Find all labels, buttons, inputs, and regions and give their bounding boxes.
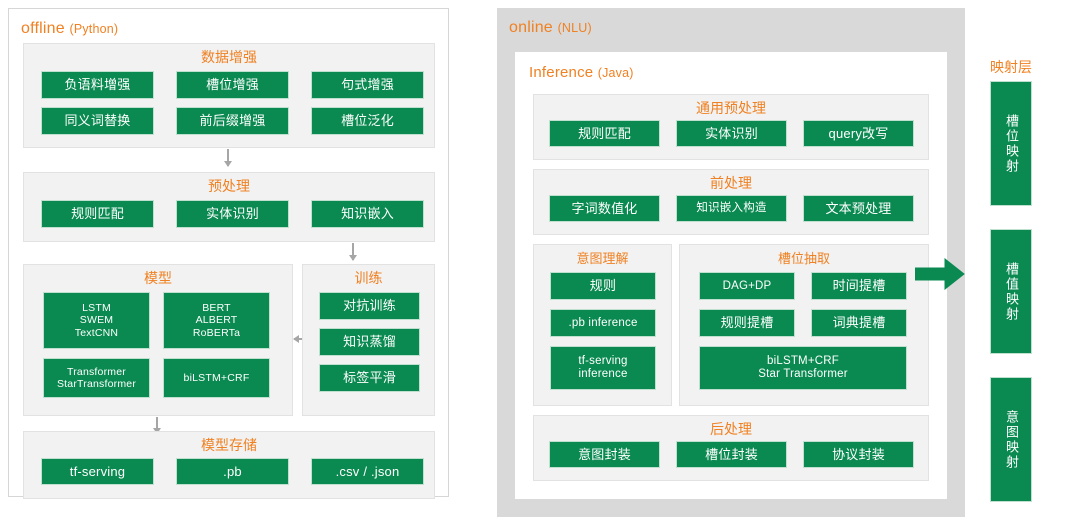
offline-panel: offline (Python) 数据增强 负语料增强 槽位增强 句式增强 同义… [8,8,449,499]
chip-knowledge-distillation[interactable]: 知识蒸馏 [319,328,420,356]
chip-slot-encapsulation[interactable]: 槽位封装 [676,441,787,468]
group-title: 预处理 [208,178,250,194]
inference-panel-title: Inference (Java) [529,64,634,81]
online-panel: online (NLU) Inference (Java) 通用预处理 规则匹配… [497,8,965,517]
offline-title-sub: (Python) [69,22,119,36]
connector-preprocessing-to-training [348,243,357,261]
online-panel-title: online (NLU) [509,19,592,37]
group-pre-processing: 前处理 字词数值化 知识嵌入构造 文本预处理 [533,169,929,235]
group-title: 数据增强 [201,49,257,65]
inference-title-main: Inference [529,64,598,81]
group-model: 模型 LSTM SWEM TextCNN BERT ALBERT RoBERTa… [23,264,293,416]
connector-augmentation-to-preprocessing [223,149,232,167]
group-title: 训练 [354,270,383,286]
chip-time-slot-extraction[interactable]: 时间提槽 [811,272,907,300]
group-title: 槽位抽取 [777,251,830,266]
mapping-layer-title: 映射层 [990,59,1032,75]
group-title: 后处理 [710,421,752,437]
chip-bilstm-crf[interactable]: biLSTM+CRF [163,358,270,398]
chip-knowledge-embedding-construction[interactable]: 知识嵌入构造 [676,195,787,222]
online-title-sub: (NLU) [557,21,592,35]
chip-bilstm-crf-star-transformer[interactable]: biLSTM+CRF Star Transformer [699,346,907,390]
chip-adversarial-training[interactable]: 对抗训练 [319,292,420,320]
chip-affix-augmentation[interactable]: 前后缀增强 [176,107,289,135]
offline-panel-title: offline (Python) [21,20,118,38]
chip-intent-encapsulation[interactable]: 意图封装 [549,441,660,468]
chip-sentence-pattern-augmentation[interactable]: 句式增强 [311,71,424,99]
chip-transformer-startransformer[interactable]: Transformer StarTransformer [43,358,150,398]
chip-entity-recognition[interactable]: 实体识别 [176,200,289,228]
chip-csv-json[interactable]: .csv / .json [311,458,424,485]
group-model-storage: 模型存储 tf-serving .pb .csv / .json [23,431,435,499]
inference-title-sub: (Java) [597,66,634,80]
chip-dag-dp[interactable]: DAG+DP [699,272,795,300]
chip-rule-matching[interactable]: 规则匹配 [549,120,660,147]
chip-token-numericalization[interactable]: 字词数值化 [549,195,660,222]
chip-query-rewrite[interactable]: query改写 [803,120,914,147]
chip-slot-value-mapping[interactable]: 槽值映射 [990,229,1032,354]
group-slot-extraction: 槽位抽取 DAG+DP 时间提槽 规则提槽 词典提槽 biLSTM+CRF St… [679,244,929,406]
chip-rule-matching[interactable]: 规则匹配 [41,200,154,228]
group-title: 模型 [144,270,172,286]
chip-text-preprocessing[interactable]: 文本预处理 [803,195,914,222]
chip-dictionary-slot-extraction[interactable]: 词典提槽 [811,309,907,337]
group-title: 前处理 [710,175,752,191]
group-post-processing: 后处理 意图封装 槽位封装 协议封装 [533,415,929,481]
chip-protocol-encapsulation[interactable]: 协议封装 [803,441,914,468]
chip-slot-generalization[interactable]: 槽位泛化 [311,107,424,135]
group-title: 通用预处理 [696,100,766,116]
chip-tf-serving-inference[interactable]: tf-serving inference [550,346,656,390]
group-intent-understanding: 意图理解 规则 .pb inference tf-serving inferen… [533,244,672,406]
chip-rule-slot-extraction[interactable]: 规则提槽 [699,309,795,337]
chip-entity-recognition[interactable]: 实体识别 [676,120,787,147]
chip-label-smoothing[interactable]: 标签平滑 [319,364,420,392]
chip-tf-serving[interactable]: tf-serving [41,458,154,485]
offline-title-main: offline [21,20,70,37]
chip-pb-file[interactable]: .pb [176,458,289,485]
mapping-layer-panel: 映射层 槽位映射 槽值映射 意图映射 [978,51,1044,502]
online-title-main: online [509,19,558,36]
chip-negative-corpus-augmentation[interactable]: 负语料增强 [41,71,154,99]
chip-bert-albert-roberta[interactable]: BERT ALBERT RoBERTa [163,292,270,349]
chip-slot-augmentation[interactable]: 槽位增强 [176,71,289,99]
chip-intent-mapping[interactable]: 意图映射 [990,377,1032,502]
group-title: 模型存储 [201,437,257,453]
flow-arrow-icon [914,257,965,291]
chip-pb-inference[interactable]: .pb inference [550,309,656,337]
inference-panel: Inference (Java) 通用预处理 规则匹配 实体识别 query改写… [515,52,947,499]
group-data-augmentation: 数据增强 负语料增强 槽位增强 句式增强 同义词替换 前后缀增强 槽位泛化 [23,43,435,148]
group-title: 意图理解 [576,251,629,266]
group-general-preprocessing: 通用预处理 规则匹配 实体识别 query改写 [533,94,929,160]
chip-synonym-replacement[interactable]: 同义词替换 [41,107,154,135]
group-preprocessing: 预处理 规则匹配 实体识别 知识嵌入 [23,172,435,242]
chip-rule[interactable]: 规则 [550,272,656,300]
group-training: 训练 对抗训练 知识蒸馏 标签平滑 [302,264,435,416]
chip-lstm-swem-textcnn[interactable]: LSTM SWEM TextCNN [43,292,150,349]
chip-slot-mapping[interactable]: 槽位映射 [990,81,1032,206]
connector-training-to-model [293,334,302,343]
chip-knowledge-embedding[interactable]: 知识嵌入 [311,200,424,228]
